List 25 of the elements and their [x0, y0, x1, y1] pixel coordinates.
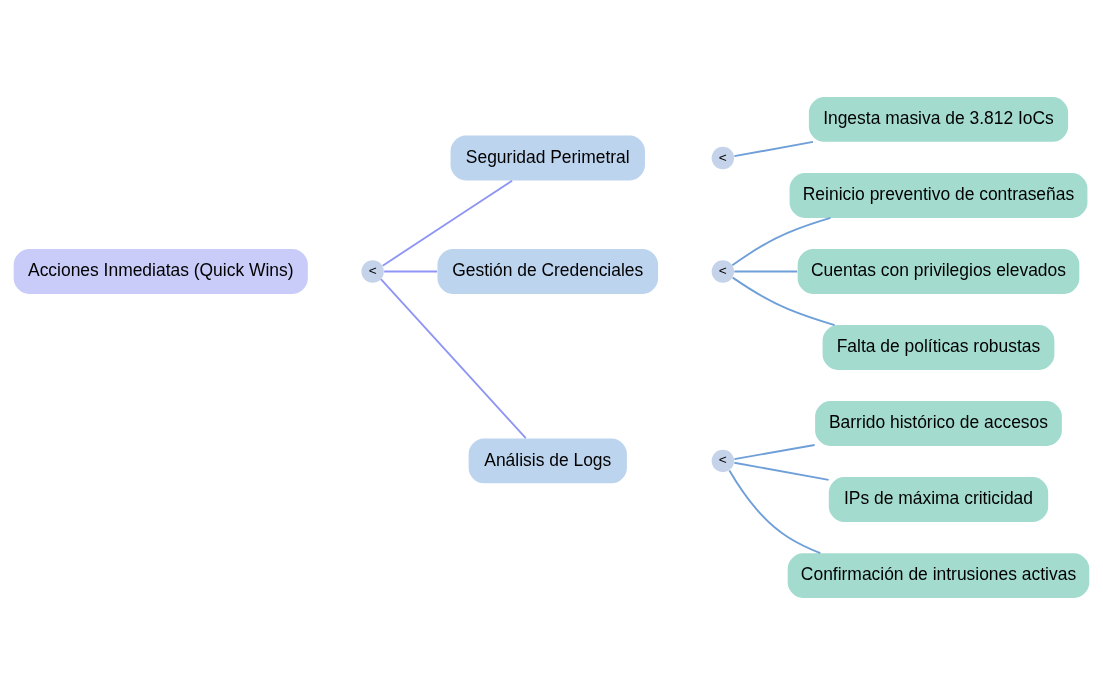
- connector: [728, 469, 822, 555]
- node-box: IPs de máxima criticidad: [828, 477, 1049, 522]
- node-box: Falta de políticas robustas: [822, 325, 1055, 370]
- node-box: Acciones Inmediatas (Quick Wins): [13, 249, 308, 294]
- node-box: Barrido histórico de accesos: [815, 401, 1062, 446]
- connector: [733, 141, 814, 158]
- connector: [381, 179, 514, 267]
- connector: [731, 216, 832, 267]
- node-box: Seguridad Perimetral: [450, 135, 645, 181]
- node-box: Confirmación de intrusiones activas: [787, 553, 1090, 598]
- connector: [733, 444, 816, 461]
- node-circle: <: [711, 449, 735, 473]
- node-circle: <: [711, 260, 735, 283]
- connector: [379, 278, 527, 440]
- node-box: Reinicio preventivo de contraseñas: [789, 173, 1088, 218]
- connector: [383, 270, 438, 273]
- connector: [733, 461, 830, 481]
- node-box: Ingesta masiva de 3.812 IoCs: [808, 97, 1069, 142]
- node-circle: <: [711, 146, 735, 170]
- connector: [731, 276, 836, 326]
- node-box: Cuentas con privilegios elevados: [797, 249, 1080, 294]
- node-box: Análisis de Logs: [468, 438, 627, 484]
- node-box: Gestión de Credenciales: [437, 249, 659, 294]
- node-circle: <: [361, 260, 384, 283]
- connector: [733, 270, 799, 273]
